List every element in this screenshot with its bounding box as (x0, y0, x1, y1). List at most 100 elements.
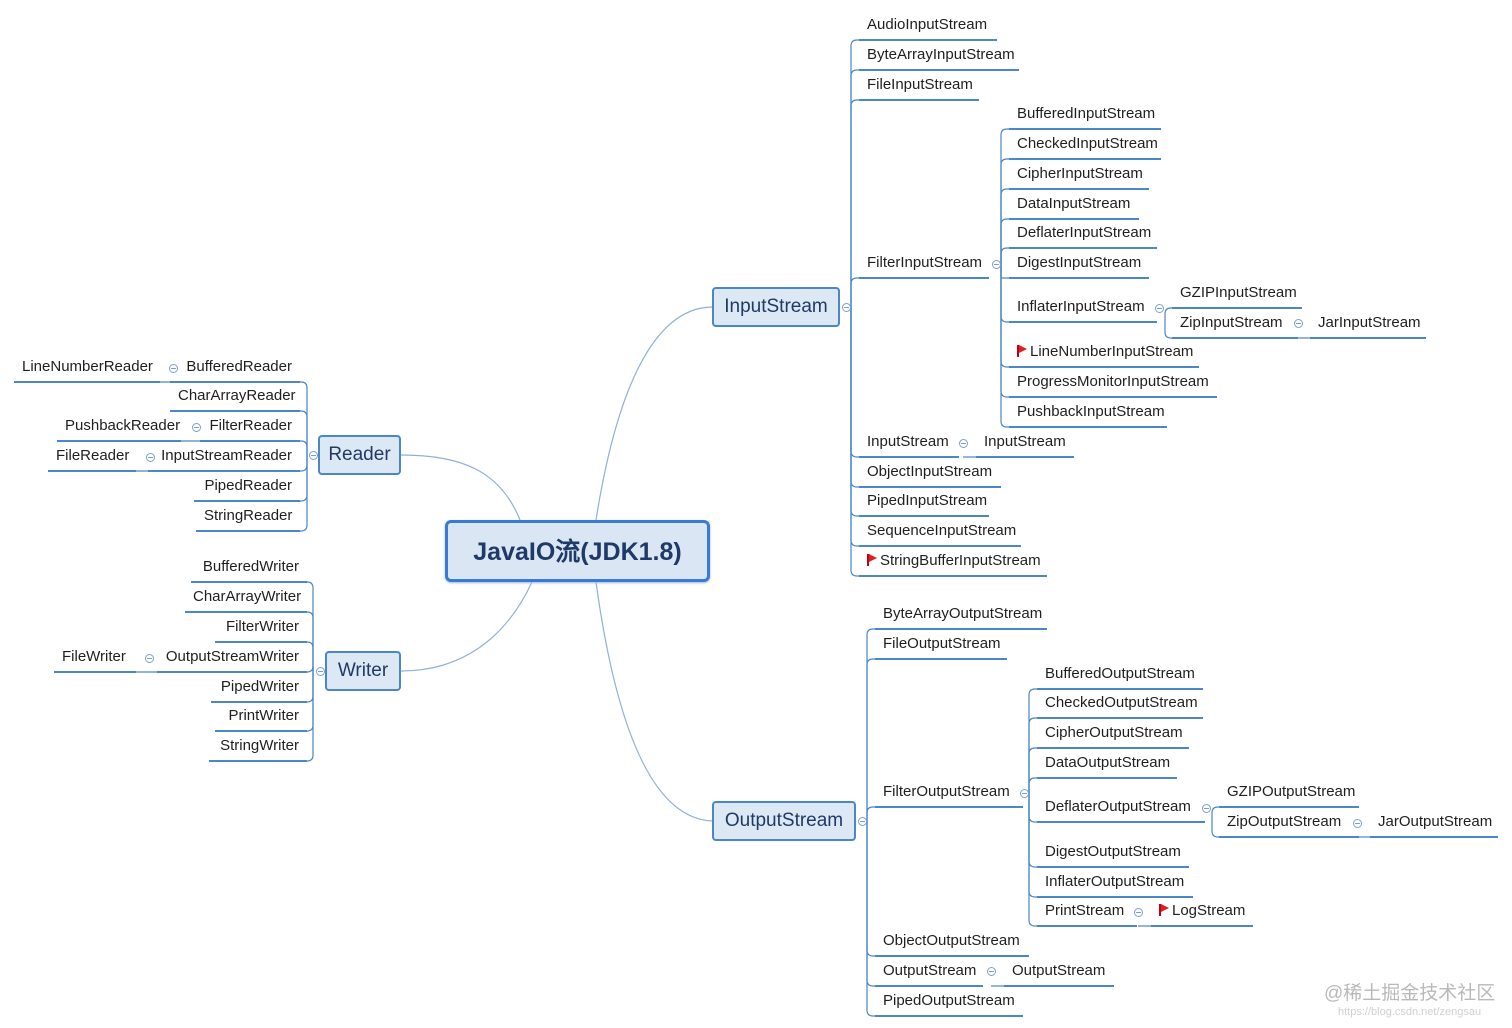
node-label: PipedReader (204, 477, 292, 494)
collapse-icon[interactable] (191, 422, 201, 432)
node-jar-input-stream[interactable]: JarInputStream (1310, 309, 1426, 339)
collapse-icon[interactable] (144, 653, 154, 663)
node-buffered-reader[interactable]: BufferedReader (170, 353, 300, 383)
node-object-input-stream[interactable]: ObjectInputStream (859, 458, 1001, 488)
node-byte-array-output-stream[interactable]: ByteArrayOutputStream (875, 600, 1047, 630)
collapse-icon[interactable] (1133, 907, 1143, 917)
node-checked-output-stream[interactable]: CheckedOutputStream (1037, 689, 1203, 719)
node-data-input-stream[interactable]: DataInputStream (1009, 190, 1139, 220)
branch-node-output-stream[interactable]: OutputStream (712, 801, 856, 841)
root-node[interactable]: JavaIO流(JDK1.8) (445, 520, 710, 582)
branch-node-input-stream[interactable]: InputStream (712, 287, 840, 327)
node-input-stream[interactable]: InputStream (976, 428, 1074, 458)
node-filter-writer[interactable]: FilterWriter (215, 613, 307, 643)
node-label: OutputStream (883, 962, 977, 979)
node-jar-output-stream[interactable]: JarOutputStream (1370, 808, 1498, 838)
node-audio-input-stream[interactable]: AudioInputStream (859, 11, 997, 41)
collapse-icon[interactable] (1352, 818, 1362, 828)
collapse-icon[interactable] (1201, 803, 1211, 813)
node-file-output-stream[interactable]: FileOutputStream (875, 630, 1007, 660)
node-label: DigestInputStream (1017, 254, 1142, 271)
branch-node-writer[interactable]: Writer (325, 651, 401, 691)
node-data-output-stream[interactable]: DataOutputStream (1037, 749, 1177, 779)
node-char-array-reader[interactable]: CharArrayReader (170, 382, 300, 412)
node-byte-array-input-stream[interactable]: ByteArrayInputStream (859, 41, 1019, 71)
node-progress-monitor-input-stream[interactable]: ProgressMonitorInputStream (1009, 368, 1217, 398)
node-string-buffer-input-stream[interactable]: StringBufferInputStream (859, 547, 1047, 577)
collapse-icon[interactable] (986, 966, 996, 976)
node-print-writer[interactable]: PrintWriter (215, 702, 307, 732)
branch-node-reader[interactable]: Reader (318, 435, 401, 475)
node-line-number-input-stream[interactable]: LineNumberInputStream (1009, 338, 1199, 368)
node-label: StringReader (204, 507, 293, 524)
node-inflater-output-stream[interactable]: InflaterOutputStream (1037, 868, 1193, 898)
collapse-icon[interactable] (1154, 303, 1164, 313)
flag-icon (1017, 345, 1027, 357)
node-label: InflaterOutputStream (1045, 873, 1185, 890)
node-zip-input-stream[interactable]: ZipInputStream (1172, 309, 1298, 339)
node-input-stream[interactable]: InputStream (859, 428, 959, 458)
node-filter-input-stream[interactable]: FilterInputStream (859, 249, 989, 279)
node-filter-output-stream[interactable]: FilterOutputStream (875, 778, 1023, 808)
node-output-stream[interactable]: OutputStream (875, 957, 983, 987)
node-pushback-input-stream[interactable]: PushbackInputStream (1009, 398, 1167, 428)
node-inflater-input-stream[interactable]: InflaterInputStream (1009, 293, 1157, 323)
collapse-icon[interactable] (991, 259, 1001, 269)
node-print-stream[interactable]: PrintStream (1037, 897, 1137, 927)
collapse-icon[interactable] (308, 450, 318, 460)
node-label: PipedInputStream (867, 492, 988, 509)
node-object-output-stream[interactable]: ObjectOutputStream (875, 927, 1029, 957)
node-label: CipherOutputStream (1045, 724, 1183, 741)
node-gzipoutput-stream[interactable]: GZIPOutputStream (1219, 778, 1359, 808)
node-digest-output-stream[interactable]: DigestOutputStream (1037, 838, 1189, 868)
node-file-reader[interactable]: FileReader (48, 442, 136, 472)
watermark-url: https://blog.csdn.net/zengsau (1338, 1006, 1482, 1018)
node-log-stream[interactable]: LogStream (1151, 897, 1253, 927)
node-input-stream-reader[interactable]: InputStreamReader (148, 442, 300, 472)
node-label: BufferedInputStream (1017, 105, 1156, 122)
collapse-icon[interactable] (1019, 788, 1029, 798)
node-label: GZIPInputStream (1180, 284, 1297, 301)
node-file-input-stream[interactable]: FileInputStream (859, 71, 979, 101)
node-zip-output-stream[interactable]: ZipOutputStream (1219, 808, 1359, 838)
collapse-icon[interactable] (1293, 318, 1303, 328)
collapse-icon[interactable] (145, 452, 155, 462)
collapse-icon[interactable] (315, 666, 325, 676)
node-char-array-writer[interactable]: CharArrayWriter (185, 583, 307, 613)
node-label: CheckedInputStream (1017, 135, 1158, 152)
node-piped-writer[interactable]: PipedWriter (211, 673, 307, 703)
node-piped-input-stream[interactable]: PipedInputStream (859, 487, 989, 517)
node-filter-reader[interactable]: FilterReader (200, 412, 300, 442)
node-buffered-output-stream[interactable]: BufferedOutputStream (1037, 660, 1203, 690)
node-digest-input-stream[interactable]: DigestInputStream (1009, 249, 1149, 279)
node-string-reader[interactable]: StringReader (196, 502, 300, 532)
node-line-number-reader[interactable]: LineNumberReader (14, 353, 160, 383)
node-label: FilterOutputStream (883, 783, 1010, 800)
node-string-writer[interactable]: StringWriter (209, 732, 307, 762)
node-label: PipedOutputStream (883, 992, 1015, 1009)
node-gzipinput-stream[interactable]: GZIPInputStream (1172, 279, 1302, 309)
node-file-writer[interactable]: FileWriter (54, 643, 136, 673)
node-pushback-reader[interactable]: PushbackReader (57, 412, 181, 442)
collapse-icon[interactable] (841, 302, 851, 312)
node-cipher-output-stream[interactable]: CipherOutputStream (1037, 719, 1189, 749)
node-buffered-writer[interactable]: BufferedWriter (191, 553, 307, 583)
node-piped-reader[interactable]: PipedReader (194, 472, 300, 502)
node-label: PrintStream (1045, 902, 1125, 919)
node-cipher-input-stream[interactable]: CipherInputStream (1009, 160, 1149, 190)
node-label: DeflaterInputStream (1017, 224, 1152, 241)
node-title: Writer (337, 660, 389, 681)
flag-icon (867, 554, 877, 566)
node-output-stream[interactable]: OutputStream (1004, 957, 1114, 987)
node-piped-output-stream[interactable]: PipedOutputStream (875, 987, 1023, 1017)
collapse-icon[interactable] (168, 363, 178, 373)
node-deflater-input-stream[interactable]: DeflaterInputStream (1009, 219, 1157, 249)
collapse-icon[interactable] (857, 816, 867, 826)
node-deflater-output-stream[interactable]: DeflaterOutputStream (1037, 793, 1205, 823)
node-sequence-input-stream[interactable]: SequenceInputStream (859, 517, 1021, 547)
node-output-stream-writer[interactable]: OutputStreamWriter (157, 643, 307, 673)
collapse-icon[interactable] (958, 438, 968, 448)
node-buffered-input-stream[interactable]: BufferedInputStream (1009, 100, 1161, 130)
node-checked-input-stream[interactable]: CheckedInputStream (1009, 130, 1161, 160)
